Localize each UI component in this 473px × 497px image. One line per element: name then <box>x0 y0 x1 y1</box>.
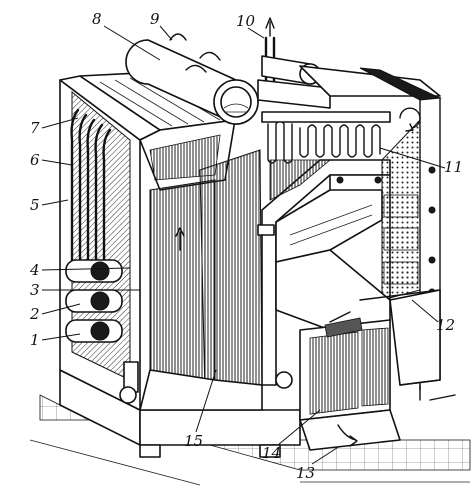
callout-14: 14 <box>262 444 281 462</box>
callout-labels: 1 2 3 4 5 6 7 8 9 10 11 12 13 14 15 <box>29 10 463 482</box>
callout-15: 15 <box>184 432 203 450</box>
lower-duct <box>275 249 456 421</box>
callout-8: 8 <box>92 10 102 28</box>
callout-4: 4 <box>29 261 40 279</box>
boiler-base <box>59 369 301 458</box>
economizer-bank <box>275 118 436 333</box>
furnace-rear-screen <box>139 149 263 411</box>
callout-11: 11 <box>444 158 463 176</box>
callout-6: 6 <box>30 151 40 169</box>
upper-steam-drum <box>125 33 259 125</box>
callout-13: 13 <box>296 464 315 482</box>
callout-2: 2 <box>29 305 40 323</box>
burner-headers <box>65 259 139 404</box>
left-screen-tubes <box>70 108 112 282</box>
callout-1: 1 <box>30 331 40 349</box>
flue-exit <box>299 409 401 451</box>
callout-10: 10 <box>236 12 256 30</box>
callout-12: 12 <box>436 316 455 334</box>
callout-3: 3 <box>30 281 40 299</box>
furnace-casing <box>59 75 161 411</box>
callout-9: 9 <box>150 10 160 28</box>
callout-7: 7 <box>30 119 40 137</box>
leader-lines <box>41 25 446 465</box>
callout-5: 5 <box>30 196 40 214</box>
